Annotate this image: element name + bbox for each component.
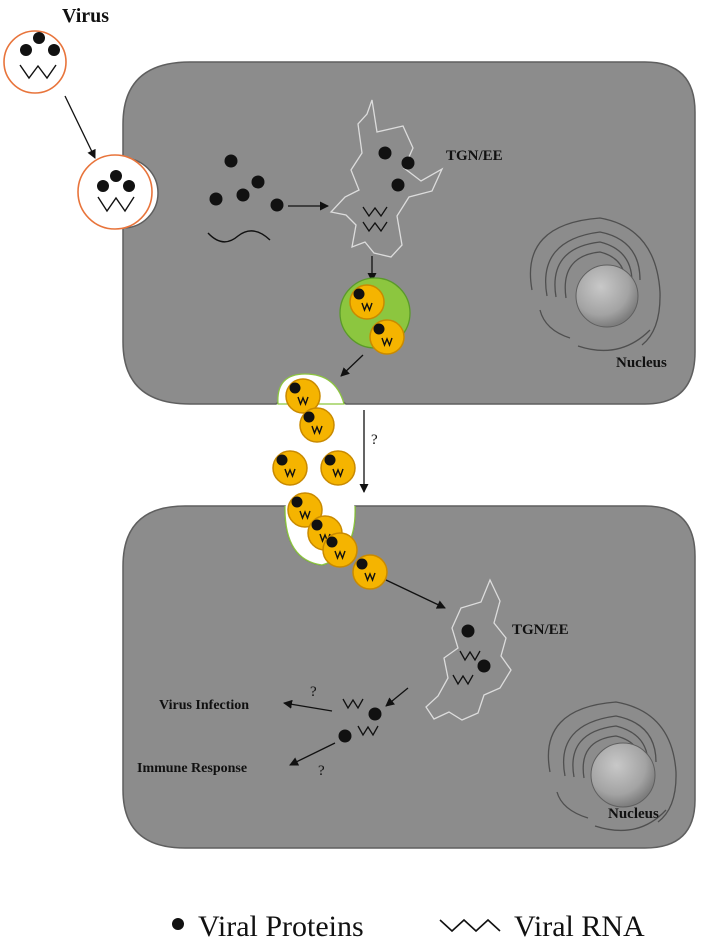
mvb-to-membrane-arrow — [340, 354, 364, 377]
immune-arrow — [289, 742, 336, 766]
exosome-to-tgn-arrow — [385, 579, 446, 609]
legend-rna-label: Viral RNA — [514, 910, 645, 943]
transfer-question: ? — [371, 432, 378, 448]
infection-question: ? — [310, 684, 317, 700]
tgn-release-arrow — [385, 687, 409, 707]
nucleus-top — [575, 264, 639, 328]
infection-arrow — [283, 699, 333, 712]
cytoplasmic-viral-components — [207, 154, 284, 243]
immune-question: ? — [318, 763, 325, 779]
entry-arrow — [64, 95, 96, 159]
legend-rna-wave — [439, 918, 501, 933]
virus-infection-label: Virus Infection — [159, 698, 249, 713]
nucleus-bottom — [590, 742, 656, 808]
released-viral-components — [338, 698, 382, 743]
multivesicular-body — [339, 277, 411, 355]
tgn-ee-bottom — [425, 578, 512, 721]
legend-proteins-label: Viral Proteins — [198, 910, 364, 943]
virus-label: Virus — [62, 5, 109, 27]
tgn-ee-bottom-label: TGN/EE — [512, 622, 569, 638]
legend-protein-dot — [172, 918, 184, 930]
immune-response-label: Immune Response — [137, 761, 247, 776]
legend: Viral Proteins Viral RNA — [172, 910, 645, 943]
golgi-nucleus-top — [529, 217, 661, 352]
tgn-ee-top-label: TGN/EE — [446, 148, 503, 164]
nucleus-bottom-label: Nucleus — [608, 806, 659, 822]
tgn-ee-top — [329, 99, 444, 258]
free-virus — [3, 30, 67, 94]
entering-virus — [77, 154, 153, 230]
nucleus-top-label: Nucleus — [616, 355, 667, 371]
